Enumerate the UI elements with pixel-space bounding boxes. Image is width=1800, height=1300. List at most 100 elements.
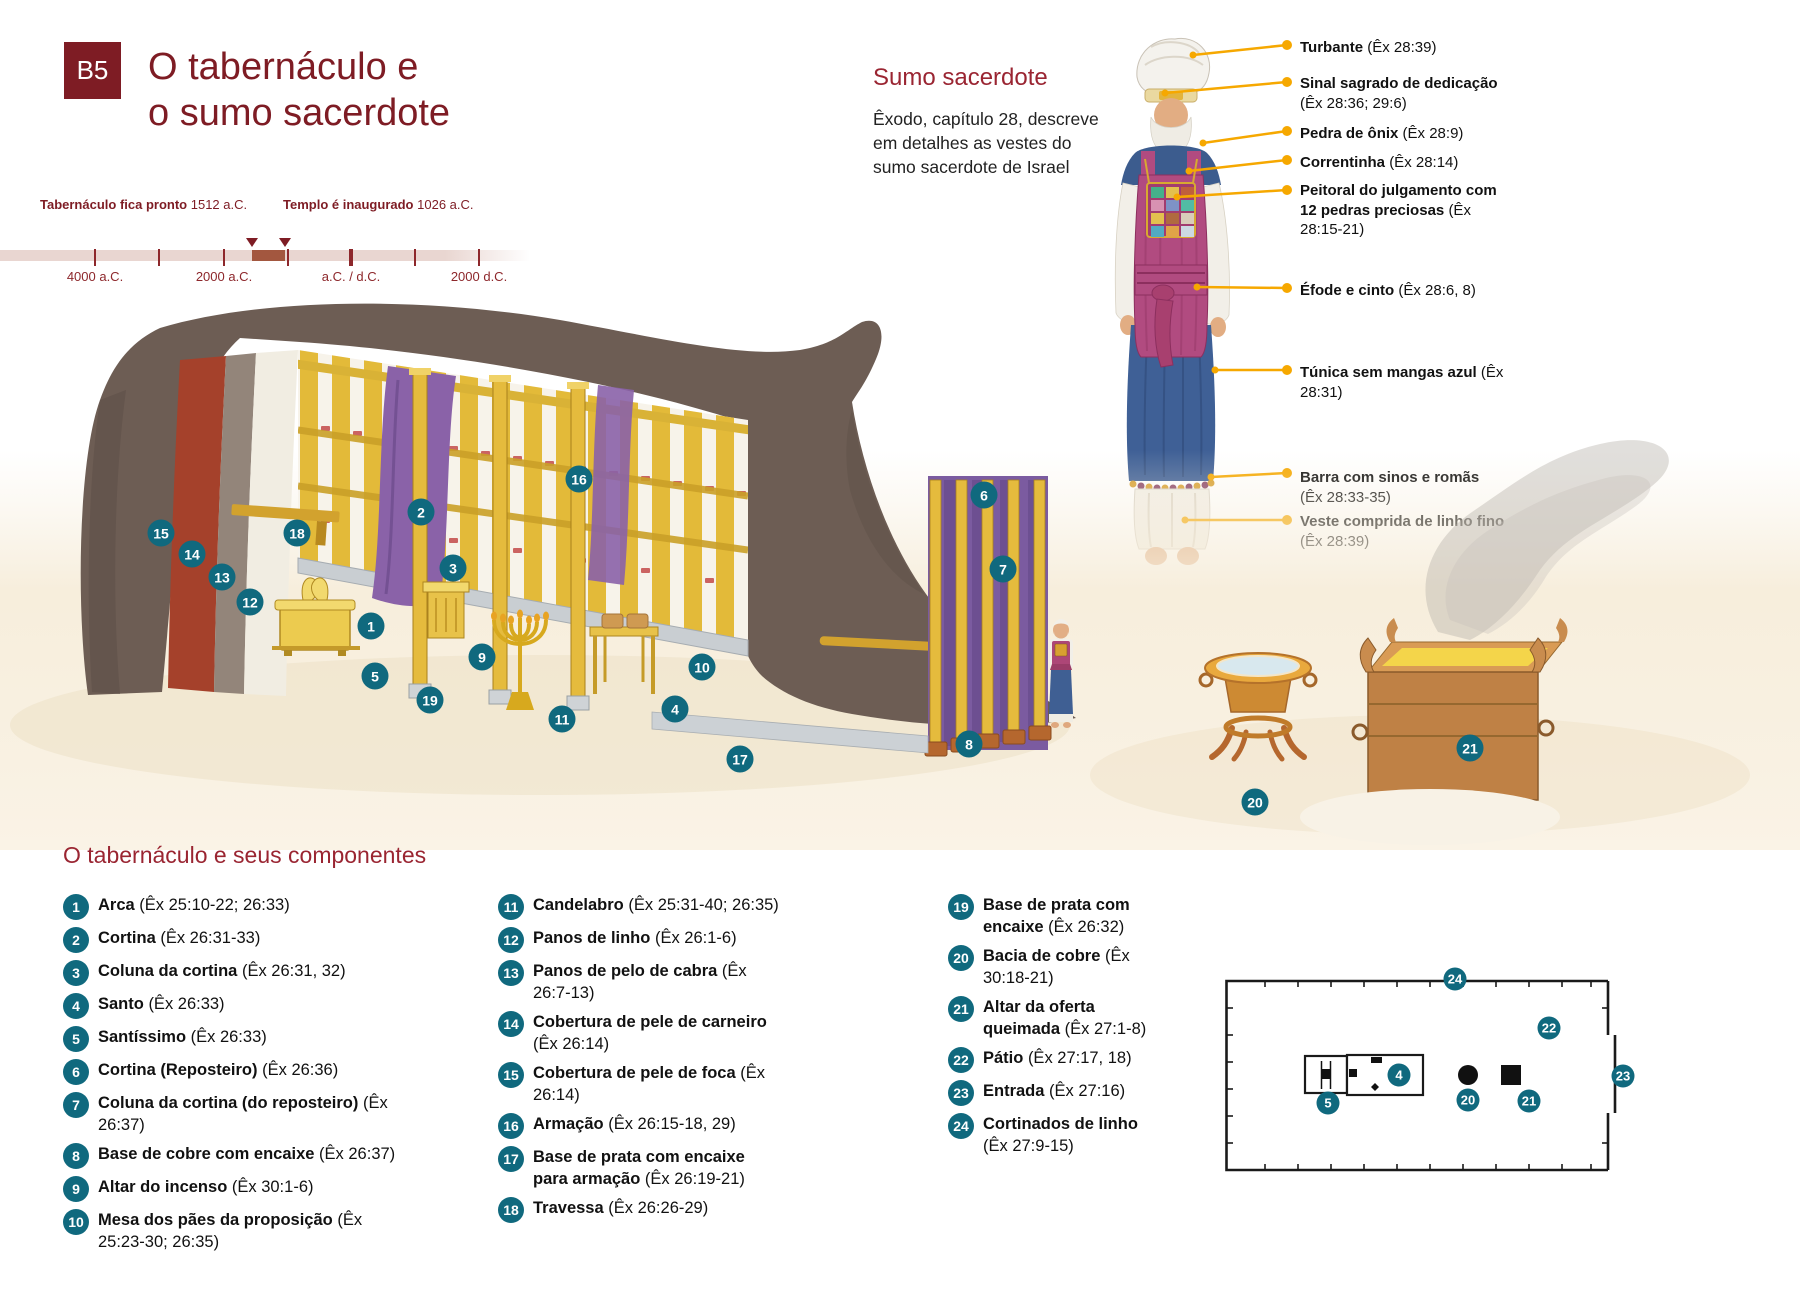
ark-of-covenant [272, 577, 360, 656]
legend-item-number: 9 [63, 1176, 89, 1202]
legend-item: 23 Entrada (Êx 27:16) [948, 1080, 1160, 1106]
copper-basin [1198, 652, 1318, 762]
legend-item: 21 Altar da oferta queimada (Êx 27:1-8) [948, 996, 1160, 1040]
burnt-offering-altar [1300, 440, 1669, 845]
legend-item-number: 23 [948, 1080, 974, 1106]
legend-item: 24 Cortinados de linho (Êx 27:9-15) [948, 1113, 1160, 1157]
legend-item: 18 Travessa (Êx 26:26-29) [498, 1197, 780, 1223]
legend-item-text: Coluna da cortina (do reposteiro) (Êx 26… [98, 1094, 388, 1134]
legend-column-1: 1 Arca (Êx 25:10-22; 26:33) 2 Cortina (Ê… [63, 894, 398, 1261]
timeline-tick-label: 2000 a.C. [195, 269, 253, 284]
showbread-table [589, 613, 659, 694]
legend-item-number: 6 [63, 1059, 89, 1085]
legend-item-text: Base de prata com encaixe (Êx 26:32) [983, 896, 1130, 936]
legend-item-text: Bacia de cobre (Êx 30:18-21) [983, 947, 1130, 987]
legend-item-text: Base de prata com encaixe para armação (… [533, 1148, 745, 1188]
legend-item-number: 4 [63, 993, 89, 1019]
legend-item-text: Panos de linho (Êx 26:1-6) [533, 929, 737, 947]
timeline-event-date: 1026 a.C. [417, 197, 474, 212]
legend-item: 19 Base de prata com encaixe (Êx 26:32) [948, 894, 1160, 938]
legend-item: 17 Base de prata com encaixe para armaçã… [498, 1146, 780, 1190]
legend-item-text: Coluna da cortina (Êx 26:31, 32) [98, 962, 346, 980]
callout-label-sign: Sinal sagrado de dedicação (Êx 28:36; 29… [1300, 75, 1498, 112]
timeline-tick [287, 249, 289, 266]
timeline-tick [158, 249, 160, 266]
incense-altar [422, 581, 470, 639]
legend-item-text: Cortina (Reposteiro) (Êx 26:36) [98, 1061, 339, 1079]
legend-item-text: Santíssimo (Êx 26:33) [98, 1028, 267, 1046]
appendix-badge: B5 [64, 42, 121, 99]
legend-item-number: 24 [948, 1113, 974, 1139]
timeline-tick [94, 249, 96, 266]
legend-item-number: 16 [498, 1113, 524, 1139]
timeline-tick [478, 249, 480, 266]
high-priest-illustration [1114, 37, 1292, 565]
callout-label-breastpiece: Peitoral do julgamento com 12 pedras pre… [1300, 182, 1497, 238]
priest-section-heading: Sumo sacerdote [873, 64, 1048, 91]
legend-item-text: Mesa dos pães da proposição (Êx 25:23-30… [98, 1211, 363, 1251]
timeline-tick-label: 2000 d.C. [450, 269, 508, 284]
entrance-colonnade [924, 476, 1052, 757]
legend-column-2: 11 Candelabro (Êx 25:31-40; 26:35) 12 Pa… [498, 894, 780, 1231]
legend-item-text: Cortina (Êx 26:31-33) [98, 929, 261, 947]
timeline-tick [349, 249, 353, 266]
legend-item: 14 Cobertura de pele de carneiro (Êx 26:… [498, 1011, 780, 1055]
callout-label-chain: Correntinha (Êx 28:14) [1300, 154, 1459, 171]
legend-item-text: Travessa (Êx 26:26-29) [533, 1199, 709, 1217]
legend-item-number: 1 [63, 894, 89, 920]
legend-item: 1 Arca (Êx 25:10-22; 26:33) [63, 894, 398, 920]
legend-item-text: Altar do incenso (Êx 30:1-6) [98, 1178, 314, 1196]
legend-item-text: Altar da oferta queimada (Êx 27:1-8) [983, 998, 1147, 1038]
menorah [491, 609, 549, 710]
legend-item-number: 8 [63, 1143, 89, 1169]
page-title: O tabernáculo e o sumo sacerdote [148, 44, 450, 136]
legend-item: 10 Mesa dos pães da proposição (Êx 25:23… [63, 1209, 398, 1253]
legend-item-text: Pátio (Êx 27:17, 18) [983, 1049, 1132, 1067]
callout-label-turban: Turbante (Êx 28:39) [1300, 39, 1437, 56]
legend-item: 6 Cortina (Reposteiro) (Êx 26:36) [63, 1059, 398, 1085]
timeline-tick [414, 249, 416, 266]
tabernacle-illustration [0, 303, 1800, 850]
legend-item-text: Armação (Êx 26:15-18, 29) [533, 1115, 736, 1133]
legend-item-number: 11 [498, 894, 524, 920]
legend-item-text: Candelabro (Êx 25:31-40; 26:35) [533, 896, 779, 914]
courtyard-floor-plan [1225, 979, 1617, 1172]
legend-item-number: 22 [948, 1047, 974, 1073]
page-title-line2: o sumo sacerdote [148, 92, 451, 134]
legend-item-number: 12 [498, 927, 524, 953]
timeline-tick-label: a.C. / d.C. [321, 269, 381, 284]
legend-item-number: 2 [63, 927, 89, 953]
legend-item-number: 20 [948, 945, 974, 971]
legend-item-text: Cobertura de pele de foca (Êx 26:14) [533, 1064, 765, 1104]
legend-item-number: 21 [948, 996, 974, 1022]
legend-item-text: Cortinados de linho (Êx 27:9-15) [983, 1115, 1138, 1155]
silver-threshold [651, 711, 929, 754]
timeline-tick [223, 249, 225, 266]
legend-item-number: 15 [498, 1062, 524, 1088]
timeline-highlight-segment [252, 250, 285, 261]
legend-item: 7 Coluna da cortina (do reposteiro) (Êx … [63, 1092, 398, 1136]
crossbar [231, 504, 340, 546]
legend-item-number: 17 [498, 1146, 524, 1172]
legend-item: 22 Pátio (Êx 27:17, 18) [948, 1047, 1160, 1073]
callout-label-tunic: Túnica sem mangas azul (Êx 28:31) [1300, 364, 1504, 401]
timeline-event-name: Tabernáculo fica pronto [40, 197, 188, 212]
timeline-event-tabernacle: Tabernáculo fica pronto 1512 a.C. [40, 197, 247, 212]
legend-item-text: Santo (Êx 26:33) [98, 995, 225, 1013]
legend-item-text: Cobertura de pele de carneiro (Êx 26:14) [533, 1013, 767, 1053]
callout-label-onyx: Pedra de ônix (Êx 28:9) [1300, 125, 1464, 142]
legend-item: 15 Cobertura de pele de foca (Êx 26:14) [498, 1062, 780, 1106]
priest-section-body: Êxodo, capítulo 28, descreve em detalhes… [873, 109, 1099, 177]
timeline-event-temple: Templo é inaugurado 1026 a.C. [283, 197, 474, 212]
timeline-tick-label: 4000 a.C. [66, 269, 124, 284]
legend-column-3: 19 Base de prata com encaixe (Êx 26:32) … [948, 894, 1160, 1165]
legend-item: 11 Candelabro (Êx 25:31-40; 26:35) [498, 894, 780, 920]
legend-item: 4 Santo (Êx 26:33) [63, 993, 398, 1019]
callout-label-ephod: Éfode e cinto (Êx 28:6, 8) [1300, 282, 1476, 299]
legend-item: 5 Santíssimo (Êx 26:33) [63, 1026, 398, 1052]
legend-item-number: 7 [63, 1092, 89, 1118]
legend-item: 13 Panos de pelo de cabra (Êx 26:7-13) [498, 960, 780, 1004]
timeline-arrow-icon [279, 238, 291, 247]
legend-item: 12 Panos de linho (Êx 26:1-6) [498, 927, 780, 953]
